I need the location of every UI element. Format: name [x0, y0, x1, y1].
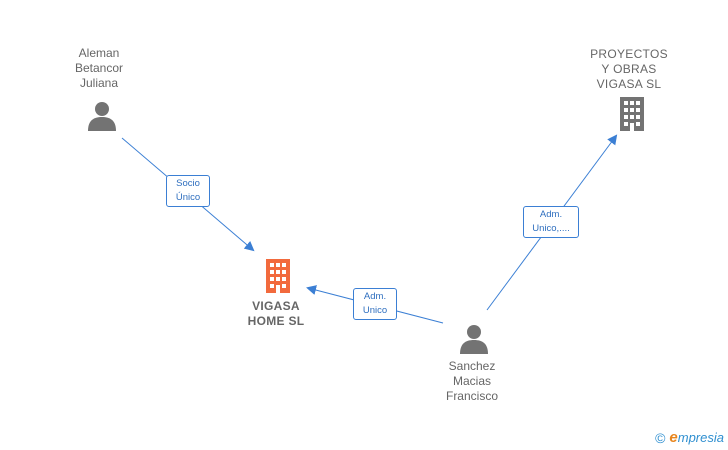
edge-label-socio-unico[interactable]: Socio Único — [166, 175, 210, 207]
person-icon[interactable] — [86, 100, 118, 132]
edge-label-adm-unico-multiple[interactable]: Adm. Unico,.... — [523, 206, 579, 238]
empresia-watermark: © empresia — [655, 429, 724, 446]
copyright-icon: © — [655, 430, 665, 446]
building-highlight-icon[interactable] — [262, 259, 294, 293]
node-label-sanchez: Sanchez Macias Francisco — [412, 359, 532, 404]
building-icon[interactable] — [616, 97, 648, 131]
empresia-logo-initial: e — [669, 429, 677, 446]
person-icon[interactable] — [458, 323, 490, 355]
node-label-aleman: Aleman Betancor Juliana — [39, 46, 159, 91]
edge-label-adm-unico[interactable]: Adm. Unico — [353, 288, 397, 320]
node-label-vigasa-home: VIGASA HOME SL — [216, 299, 336, 329]
node-label-proyectos: PROYECTOS Y OBRAS VIGASA SL — [569, 47, 689, 92]
empresia-logo-text: mpresia — [678, 430, 724, 445]
